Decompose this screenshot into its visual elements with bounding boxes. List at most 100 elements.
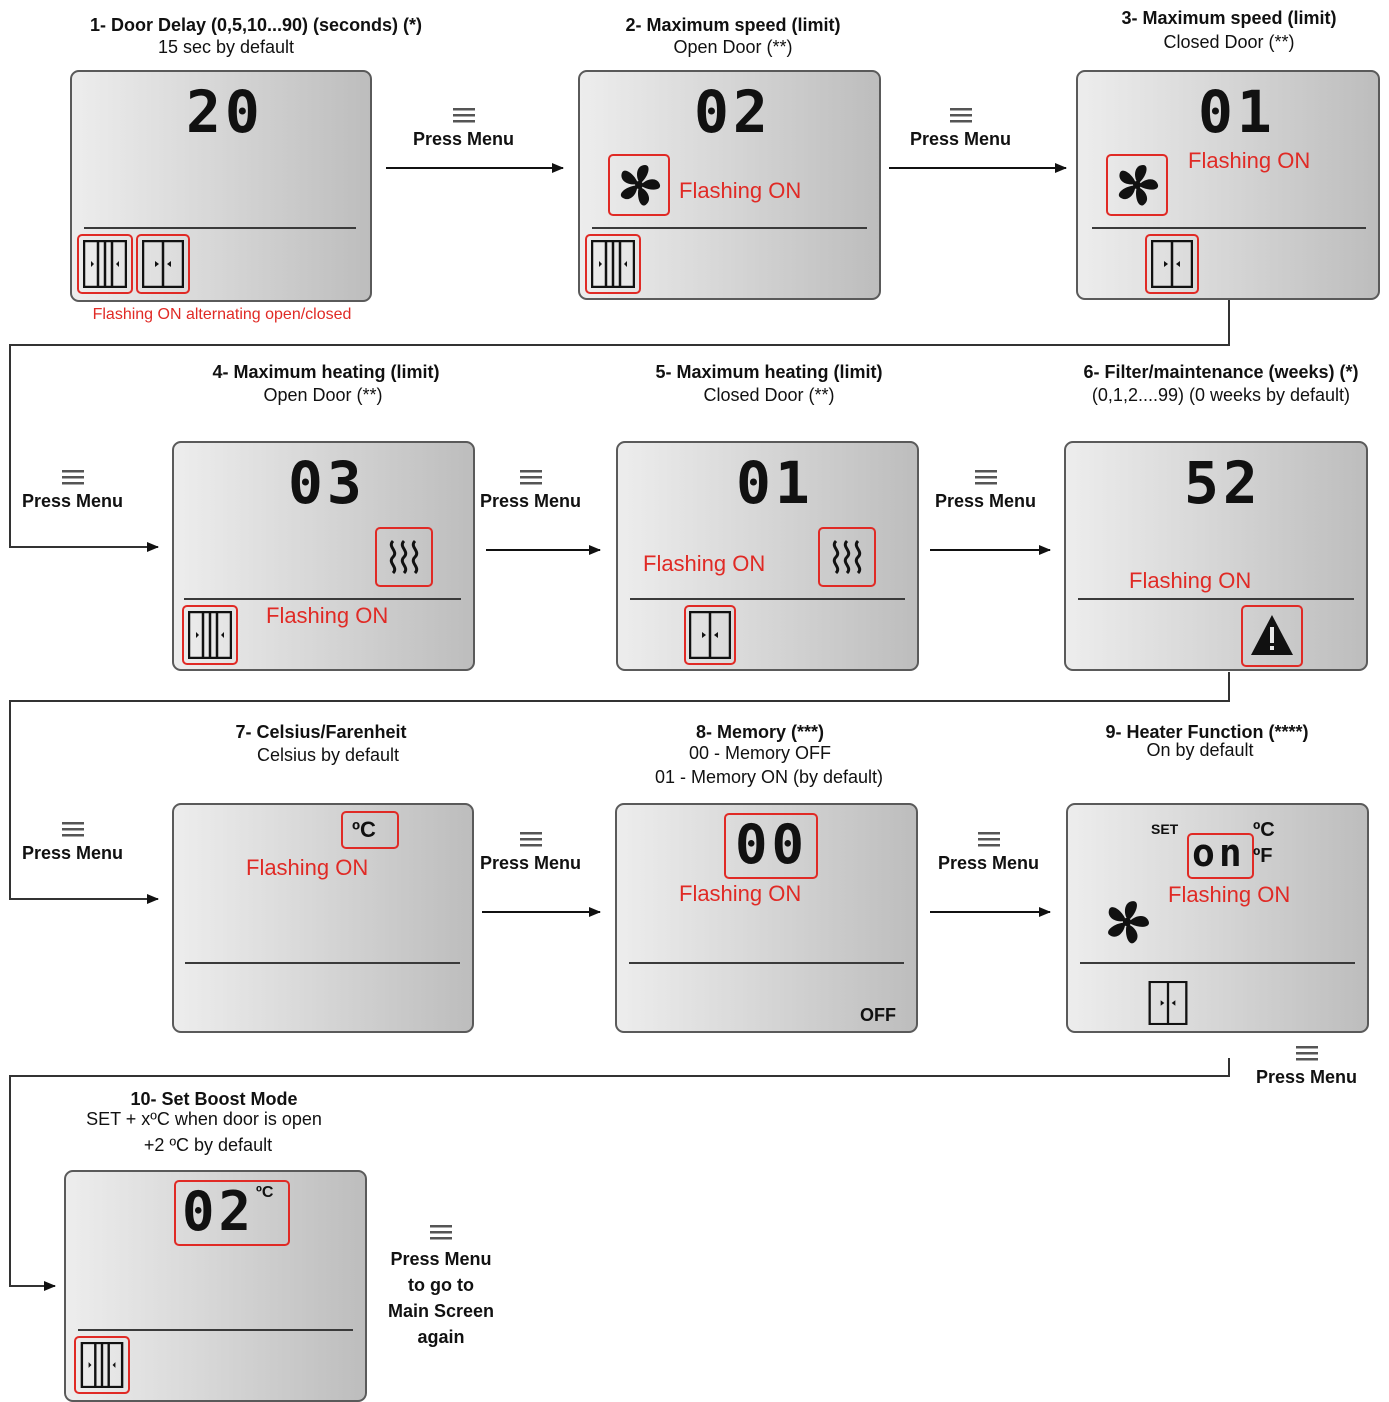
highlight-box [182, 605, 238, 665]
press-menu-label: Press Menu [22, 822, 123, 864]
press-menu-label: Press Menu [910, 108, 1011, 150]
step-2-display: 02 [694, 78, 772, 146]
wrap-3-4 [9, 300, 1230, 552]
divider [1080, 962, 1355, 964]
step-9-subtitle: On by default [1146, 740, 1254, 760]
divider [84, 227, 356, 229]
divider [629, 962, 904, 964]
highlight-box [1106, 154, 1168, 216]
step-3-lcd: 01 Flashing ON [1076, 70, 1380, 300]
fan-icon [620, 165, 661, 206]
step-4-display: 03 [288, 449, 366, 517]
step-2-title: 2- Maximum speed (limit) [625, 15, 841, 35]
highlight-box [136, 234, 190, 294]
step-7-title: 7- Celsius/Farenheit [235, 722, 407, 742]
step-10-display: 02 [182, 1180, 256, 1243]
step-1-title: 1- Door Delay (0,5,10...90) (seconds) (*… [89, 15, 423, 35]
final-line-3: Main Screen [388, 1301, 495, 1321]
divider [630, 598, 905, 600]
menu-icon [519, 470, 542, 485]
step-8-flash: Flashing ON [679, 881, 802, 906]
highlight-box [1187, 833, 1254, 879]
press-menu-text: Press Menu [1256, 1067, 1358, 1087]
fan-icon [1118, 165, 1159, 206]
step-4-lcd: 03 Flashing ON [172, 441, 475, 671]
highlight-box [724, 813, 818, 879]
menu-icon [1295, 1046, 1318, 1061]
final-line-2: to go to [408, 1275, 475, 1295]
press-menu-text: Press Menu [22, 843, 124, 863]
step-9-display: on [1192, 831, 1246, 875]
step-2-lcd: 02 Flashing ON [578, 70, 881, 300]
door-open-icon [591, 240, 635, 288]
step-5-flash: Flashing ON [643, 551, 766, 576]
highlight-box [1241, 605, 1303, 667]
step-10-lcd: 02 ºC [64, 1170, 367, 1402]
step-6-display: 52 [1184, 449, 1262, 517]
step-8-subtitle-2: 01 - Memory ON (by default) [654, 767, 884, 787]
step-6-lcd: 52 Flashing ON [1064, 441, 1368, 671]
step-10-title: 10- Set Boost Mode [130, 1089, 298, 1109]
press-menu-label: Press Menu [480, 832, 581, 874]
step-3-display: 01 [1198, 78, 1276, 146]
door-open-icon [83, 240, 127, 288]
menu-icon [61, 822, 84, 837]
highlight-box [1145, 234, 1199, 294]
step-3-flash: Flashing ON [1188, 148, 1311, 173]
door-closed-icon [1151, 240, 1193, 288]
divider [185, 962, 460, 964]
highlight-box [74, 1336, 130, 1394]
divider [184, 598, 461, 600]
step-7-subtitle: Celsius by default [256, 745, 400, 765]
press-menu-label: Press Menu [22, 470, 123, 512]
door-open-icon [188, 611, 232, 659]
final-line-1: Press Menu [390, 1249, 492, 1269]
wrap-9-10 [9, 1058, 1230, 1291]
off-indicator: OFF [860, 1005, 896, 1025]
menu-icon [452, 108, 475, 123]
press-menu-text: Press Menu [413, 129, 515, 149]
press-menu-label: Press Menu [938, 832, 1039, 874]
menu-icon [519, 832, 542, 847]
step-10-subtitle: SET + xºC when door is open [86, 1109, 322, 1129]
press-menu-text: Press Menu [938, 853, 1040, 873]
step-9-flash: Flashing ON [1168, 882, 1291, 907]
step-7-lcd: ºC Flashing ON [172, 803, 474, 1033]
step-7-flash: Flashing ON [246, 855, 369, 880]
step-9-title: 9- Heater Function (****) [1105, 722, 1309, 742]
celsius-unit: ºC [256, 1184, 274, 1201]
step-5-display: 01 [736, 449, 814, 517]
menu-icon [430, 1225, 453, 1240]
highlight-box [174, 1180, 290, 1246]
step-10-subtitle-2: +2 ºC by default [143, 1135, 273, 1155]
step-5-title: 5- Maximum heating (limit) [655, 362, 883, 382]
step-2-subtitle: Open Door (**) [673, 37, 793, 57]
highlight-box [608, 154, 670, 216]
highlight-box [341, 811, 399, 849]
step-9-lcd: SET on ºC ºF Flashing ON [1066, 803, 1369, 1033]
warning-icon [1251, 615, 1293, 655]
step-1-subtitle: 15 sec by default [157, 37, 295, 57]
heater-icon [389, 539, 419, 575]
step-8-lcd: 00 Flashing ON OFF [615, 803, 918, 1033]
step-6-flash: Flashing ON [1129, 568, 1252, 593]
highlight-box [585, 234, 641, 294]
step-8-title: 8- Memory (***) [695, 722, 825, 742]
menu-icon [61, 470, 84, 485]
door-closed-icon [1148, 981, 1188, 1025]
step-8-display: 00 [735, 813, 809, 876]
step-1-display: 20 [186, 78, 264, 146]
step-6-subtitle: (0,1,2....99) (0 weeks by default) [1091, 385, 1351, 405]
step-5-lcd: 01 Flashing ON [616, 441, 919, 671]
press-menu-text: Press Menu [22, 491, 124, 511]
fan-icon [1108, 901, 1149, 944]
menu-icon [977, 832, 1000, 847]
heater-icon [832, 539, 862, 575]
menu-icon [974, 470, 997, 485]
menu-icon [949, 108, 972, 123]
door-closed-icon [689, 611, 731, 659]
press-menu-label: Press Menu [413, 108, 514, 150]
step-1-note: Flashing ON alternating open/closed [92, 306, 352, 323]
press-menu-text: Press Menu [480, 491, 582, 511]
